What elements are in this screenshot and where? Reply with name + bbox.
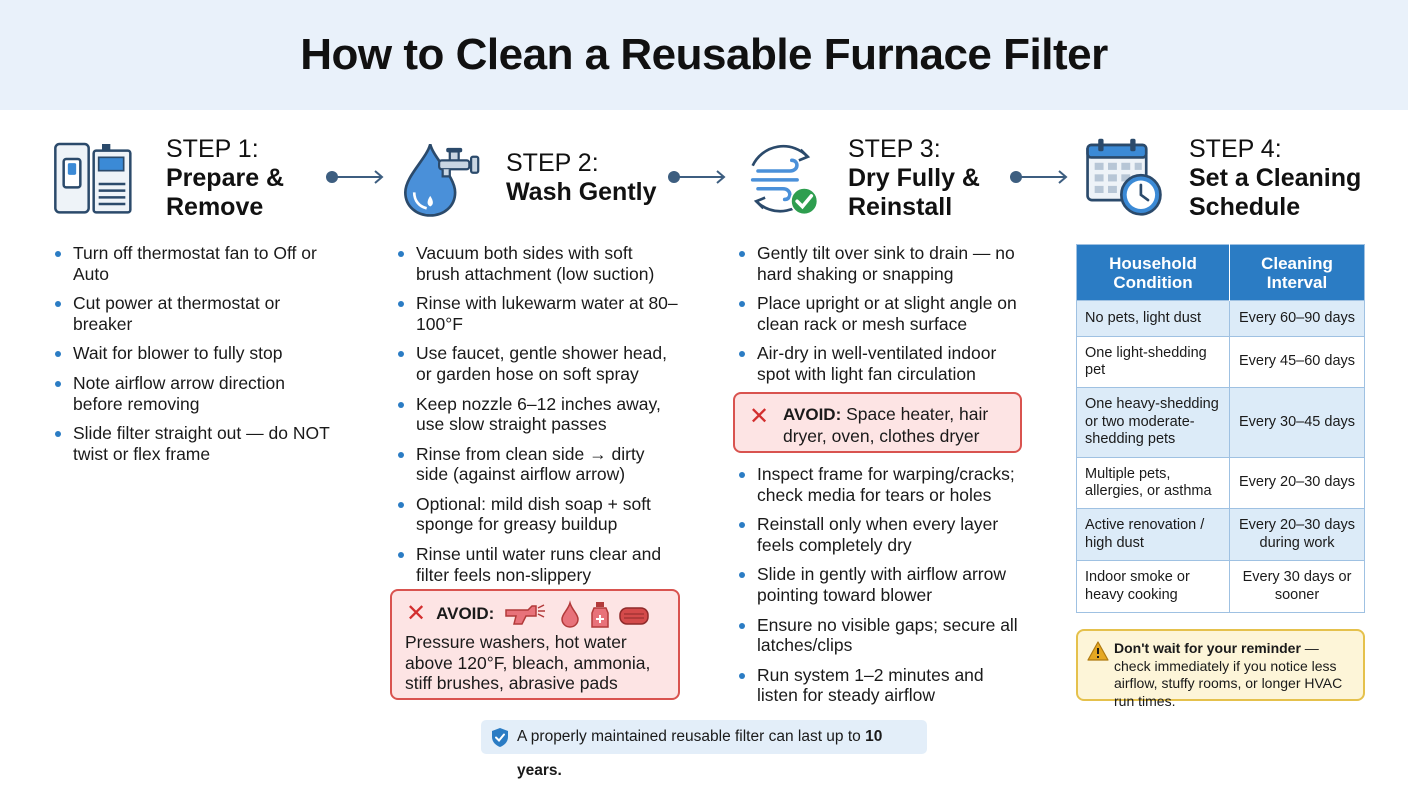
table-cell-interval: Every 30 days or sooner bbox=[1229, 560, 1365, 613]
list-item: Vacuum both sides with soft brush attach… bbox=[398, 243, 678, 284]
list-item: Inspect frame for warping/cracks; check … bbox=[739, 464, 1029, 505]
page-title: How to Clean a Reusable Furnace Filter bbox=[300, 30, 1108, 79]
step-1-title-line-2: Remove bbox=[166, 193, 264, 221]
step-3-avoid-box: ✕ AVOID: Space heater, hair dryer, oven,… bbox=[733, 392, 1022, 453]
avoid-text: Pressure washers, hot water above 120°F,… bbox=[405, 632, 651, 693]
warning-icon bbox=[1087, 641, 1109, 661]
list-item: Ensure no visible gaps; secure all latch… bbox=[739, 615, 1029, 656]
avoid-text-container: AVOID: Space heater, hair dryer, oven, c… bbox=[783, 404, 1013, 446]
list-item: Optional: mild dish soap + soft sponge f… bbox=[398, 494, 678, 535]
shield-check-icon bbox=[492, 728, 508, 747]
list-item: Rinse until water runs clear and filter … bbox=[398, 544, 678, 585]
table-row: One light-shedding pet Every 45–60 days bbox=[1076, 336, 1365, 388]
step-1-heading: STEP 1: Prepare & Remove bbox=[166, 134, 284, 222]
step-2-list: Vacuum both sides with soft brush attach… bbox=[398, 243, 678, 594]
step-4-heading: STEP 4: Set a Cleaning Schedule bbox=[1189, 134, 1361, 222]
list-item: Rinse with lukewarm water at 80–100°F bbox=[398, 293, 678, 334]
step-3-list-a: Gently tilt over sink to drain — no hard… bbox=[739, 243, 1029, 394]
step-3-heading: STEP 3: Dry Fully & Reinstall bbox=[848, 134, 980, 222]
list-item: Cut power at thermostat or breaker bbox=[55, 293, 335, 334]
footer-text: A properly maintained reusable filter ca… bbox=[517, 728, 866, 745]
list-item: Note airflow arrow direction before remo… bbox=[55, 373, 335, 414]
note-bold-text: Don't wait for your reminder bbox=[1114, 640, 1301, 656]
avoid-label: AVOID: bbox=[436, 603, 495, 623]
step-arrow-1-icon bbox=[326, 170, 384, 184]
step-arrow-3-icon bbox=[1010, 170, 1068, 184]
title-banner bbox=[0, 0, 1408, 110]
step-2-number: STEP 2: bbox=[506, 149, 599, 177]
step-1-title-line-1: Prepare & bbox=[166, 164, 285, 192]
table-cell-interval: Every 45–60 days bbox=[1229, 336, 1365, 388]
table-cell-interval: Every 30–45 days bbox=[1229, 387, 1365, 458]
calendar-clock-icon bbox=[1086, 138, 1162, 216]
water-drop-faucet-icon bbox=[403, 143, 480, 217]
list-item: Use faucet, gentle shower head, or garde… bbox=[398, 343, 678, 384]
step-3-number: STEP 3: bbox=[848, 135, 941, 163]
table-header-interval: Cleaning Interval bbox=[1229, 244, 1365, 301]
list-item: Wait for blower to fully stop bbox=[55, 343, 335, 364]
table-header-condition: Household Condition bbox=[1076, 244, 1230, 301]
abrasive-pad-icon bbox=[619, 606, 650, 625]
avoid-text: Space heater, hair dryer, oven, clothes … bbox=[783, 404, 989, 446]
footer-banner: A properly maintained reusable filter ca… bbox=[481, 720, 927, 779]
table-row: One heavy-shedding or two moderate-shedd… bbox=[1076, 387, 1365, 458]
table-cell-interval: Every 20–30 days during work bbox=[1229, 508, 1365, 561]
list-item: Reinstall only when every layer feels co… bbox=[739, 514, 1029, 555]
table-cell-condition: Indoor smoke or heavy cooking bbox=[1076, 560, 1230, 613]
table-row: Indoor smoke or heavy cooking Every 30 d… bbox=[1076, 560, 1365, 613]
step-4-number: STEP 4: bbox=[1189, 135, 1282, 163]
table-cell-condition: One light-shedding pet bbox=[1076, 336, 1230, 388]
avoid-x-icon: ✕ bbox=[749, 403, 770, 430]
cleaning-schedule-table: Household Condition Cleaning Interval No… bbox=[1076, 244, 1365, 613]
table-cell-interval: Every 20–30 days bbox=[1229, 457, 1365, 509]
table-cell-interval: Every 60–90 days bbox=[1229, 300, 1365, 337]
table-cell-condition: No pets, light dust bbox=[1076, 300, 1230, 337]
list-item: Air-dry in well-ventilated indoor spot w… bbox=[739, 343, 1029, 384]
chemical-bottle-icon bbox=[591, 601, 610, 628]
table-cell-condition: Multiple pets, allergies, or asthma bbox=[1076, 457, 1230, 509]
table-cell-condition: Active renovation / high dust bbox=[1076, 508, 1230, 561]
list-item: Gently tilt over sink to drain — no hard… bbox=[739, 243, 1029, 284]
step-2-avoid-box: ✕ AVOID: Pressure bbox=[390, 589, 680, 700]
reminder-note: Don't wait for your reminder — check imm… bbox=[1076, 629, 1365, 709]
list-item: Rinse from clean side → dirty side (agai… bbox=[398, 444, 678, 485]
avoid-label: AVOID: bbox=[783, 405, 842, 424]
note-text: — check immediately if you notice less a… bbox=[1114, 640, 1343, 709]
step-4-title-line-2: Schedule bbox=[1189, 193, 1301, 221]
step-2-title: Wash Gently bbox=[506, 178, 657, 206]
hot-water-drop-icon bbox=[561, 599, 580, 628]
step-1-number: STEP 1: bbox=[166, 135, 259, 163]
list-item: Turn off thermostat fan to Off or Auto bbox=[55, 243, 335, 284]
avoid-items-icons bbox=[505, 599, 650, 628]
table-row: Multiple pets, allergies, or asthma Ever… bbox=[1076, 457, 1365, 509]
airflow-check-icon bbox=[750, 144, 819, 216]
step-3-title-line-2: Reinstall bbox=[848, 193, 953, 221]
footer-bold-text: 10 years. bbox=[517, 728, 883, 779]
table-cell-condition: One heavy-shedding or two moderate-shedd… bbox=[1076, 387, 1230, 458]
thermostat-furnace-icon bbox=[54, 142, 132, 214]
list-item: Place upright or at slight angle on clea… bbox=[739, 293, 1029, 334]
step-2-heading: STEP 2: Wash Gently bbox=[506, 148, 657, 207]
step-4-title-line-1: Set a Cleaning bbox=[1189, 164, 1362, 192]
step-arrow-2-icon bbox=[668, 170, 726, 184]
table-row: No pets, light dust Every 60–90 days bbox=[1076, 300, 1365, 337]
list-item: Run system 1–2 minutes and listen for st… bbox=[739, 665, 1029, 706]
step-1-list: Turn off thermostat fan to Off or Auto C… bbox=[55, 243, 335, 473]
list-item: Keep nozzle 6–12 inches away, use slow s… bbox=[398, 394, 678, 435]
avoid-x-icon: ✕ bbox=[406, 600, 427, 627]
list-item: Slide filter straight out — do NOT twist… bbox=[55, 423, 335, 464]
step-3-list-b: Inspect frame for warping/cracks; check … bbox=[739, 464, 1029, 715]
list-item: Slide in gently with airflow arrow point… bbox=[739, 564, 1029, 605]
pressure-washer-icon bbox=[505, 603, 546, 625]
table-row: Active renovation / high dust Every 20–3… bbox=[1076, 508, 1365, 561]
step-3-title-line-1: Dry Fully & bbox=[848, 164, 980, 192]
